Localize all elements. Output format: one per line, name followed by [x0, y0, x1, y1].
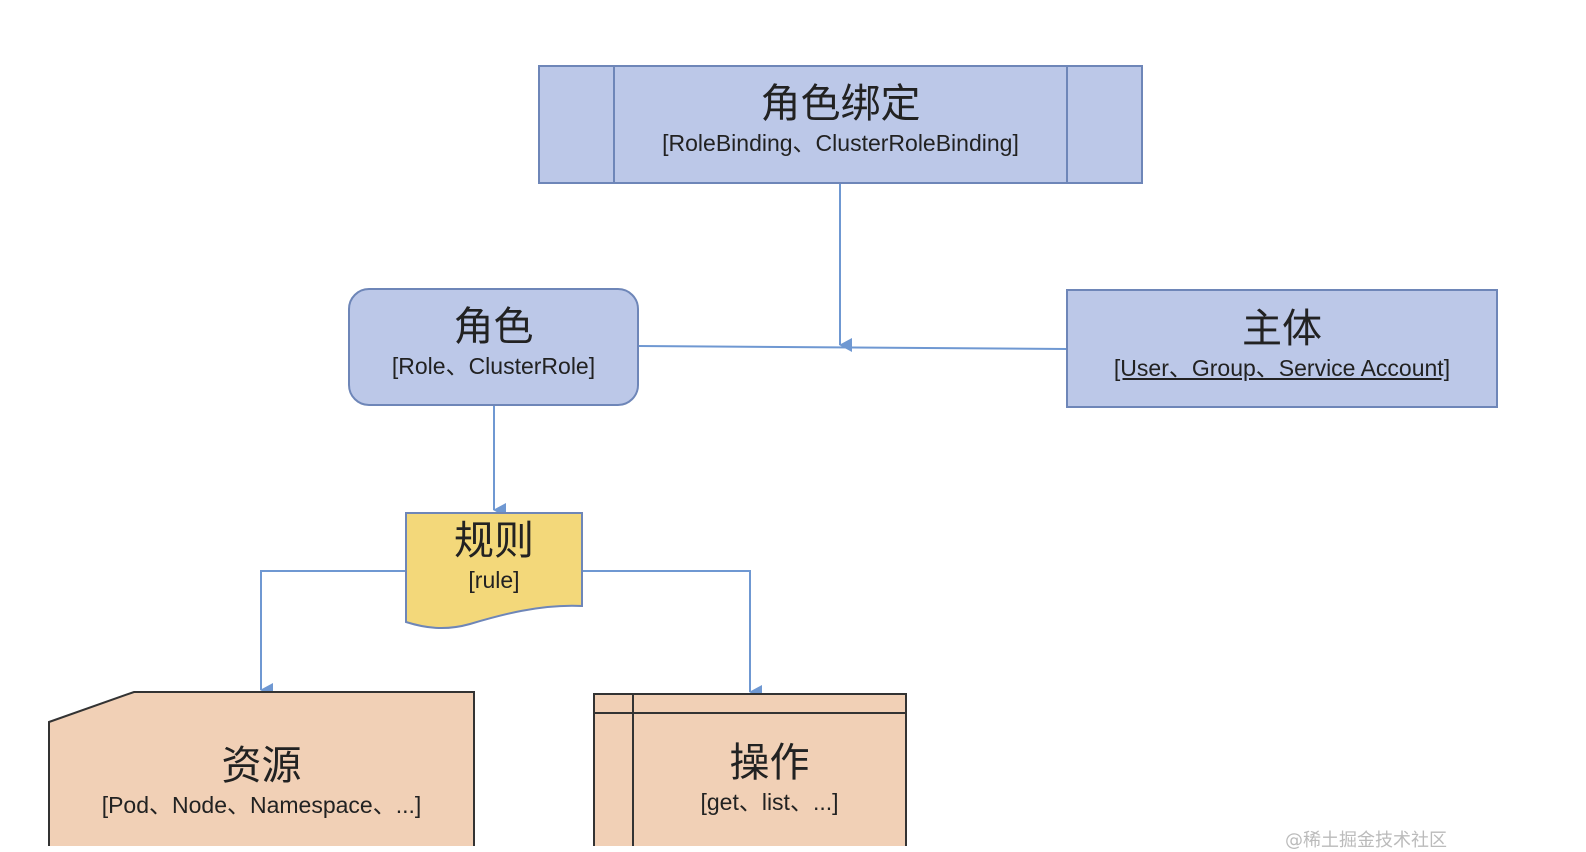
node-role-binding[interactable] [538, 65, 1143, 184]
node-role[interactable] [348, 288, 639, 406]
watermark: @稀土掘金技术社区 [1285, 830, 1447, 851]
node-subject[interactable] [1066, 289, 1498, 408]
node-resource[interactable] [48, 691, 475, 846]
edge-rule-to-resource [260, 570, 406, 697]
edge-role-to-subject [637, 345, 1068, 350]
edge-rule-to-operation [582, 570, 762, 699]
node-rule[interactable] [405, 512, 583, 630]
node-operation[interactable] [593, 693, 907, 846]
